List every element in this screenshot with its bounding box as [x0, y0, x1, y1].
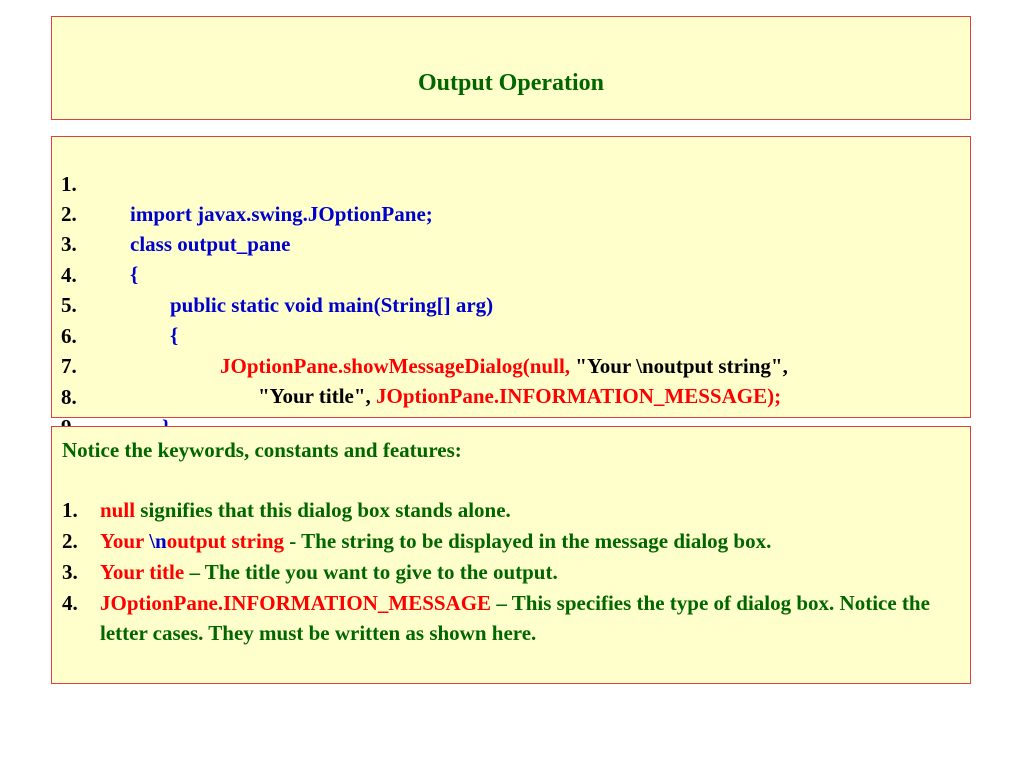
note-number: 2. — [62, 529, 78, 553]
code-line-7: 7. "Your title", JOptionPane.INFORMATION… — [52, 321, 970, 408]
code-segment: "Your title", — [258, 384, 377, 408]
code-segment: import javax.swing.JOptionPane; — [130, 202, 433, 226]
line-number: 2. — [61, 202, 77, 226]
code-text: { — [170, 320, 178, 350]
note-segment: \n — [149, 529, 167, 553]
note-segment: JOptionPane.INFORMATION_MESSAGE — [100, 591, 492, 615]
code-text: "Your title", JOptionPane.INFORMATION_ME… — [258, 381, 781, 411]
note-segment: Your — [100, 529, 150, 553]
note-segment: - The string to be displayed in the mess… — [284, 529, 772, 553]
note-text: null signifies that this dialog box stan… — [100, 495, 950, 525]
note-segment: – The title you want to give to the outp… — [184, 560, 558, 584]
note-text: Your \noutput string - The string to be … — [100, 526, 950, 556]
code-line-8: 8. } — [52, 352, 970, 439]
note-segment: null — [100, 498, 136, 522]
title-panel: Output Operation — [51, 16, 971, 120]
note-text: Your title – The title you want to give … — [100, 557, 950, 587]
code-text: class output_pane — [130, 229, 290, 259]
notes-panel: Notice the keywords, constants and featu… — [51, 426, 971, 684]
code-segment: JOptionPane.INFORMATION_MESSAGE); — [376, 384, 782, 408]
code-text: public static void main(String[] arg) — [170, 290, 493, 320]
code-line-2: 2. class output_pane — [52, 169, 970, 256]
line-number: 7. — [61, 354, 77, 378]
code-text: JOptionPane.showMessageDialog(null, "You… — [220, 351, 788, 381]
note-text: JOptionPane.INFORMATION_MESSAGE – This s… — [100, 588, 950, 648]
line-number: 4. — [61, 263, 77, 287]
note-segment: output string — [166, 529, 285, 553]
note-number: 3. — [62, 560, 78, 584]
code-segment: { — [130, 262, 139, 286]
note-segment: Your title — [100, 560, 185, 584]
code-line-9: 9. } — [52, 382, 970, 469]
code-segment: "Your \noutput string", — [575, 354, 788, 378]
line-number: 3. — [61, 232, 77, 256]
line-number: 8. — [61, 385, 77, 409]
code-line-6: 6. JOptionPane.showMessageDialog(null, "… — [52, 291, 970, 378]
slide-title: Output Operation — [417, 70, 605, 96]
note-segment: signifies that this dialog box stands al… — [135, 498, 511, 522]
notes-heading: Notice the keywords, constants and featu… — [62, 438, 462, 462]
code-line-1: 1. import javax.swing.JOptionPane; — [52, 139, 970, 226]
code-line-5: 5. { — [52, 260, 970, 347]
line-number: 1. — [61, 172, 77, 196]
code-panel: 1. import javax.swing.JOptionPane; 2. cl… — [51, 136, 971, 469]
note-number: 4. — [62, 591, 78, 615]
code-segment: class output_pane — [130, 232, 291, 256]
note-segment: – This specifies the type of dialog box.… — [100, 591, 930, 645]
code-text: { — [130, 259, 138, 289]
code-line-4: 4. public static void main(String[] arg) — [52, 230, 970, 317]
line-number: 6. — [61, 324, 77, 348]
note-number: 1. — [62, 498, 78, 522]
code-segment: JOptionPane.showMessageDialog(null, — [220, 354, 576, 378]
line-number: 5. — [61, 293, 77, 317]
code-segment: public static void main(String[] arg) — [170, 293, 494, 317]
code-line-3: 3. { — [52, 199, 970, 286]
code-text: import javax.swing.JOptionPane; — [130, 199, 433, 229]
code-segment: { — [170, 323, 179, 347]
